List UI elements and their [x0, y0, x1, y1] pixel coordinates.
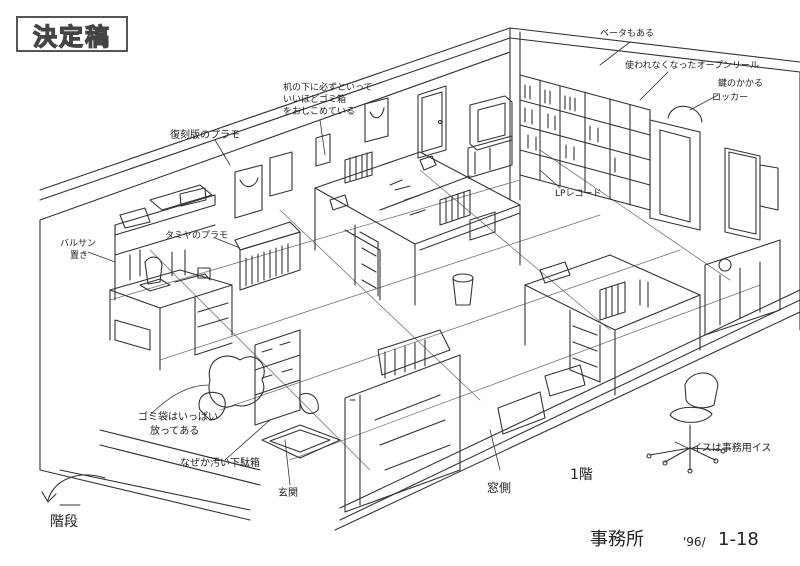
annotation-shoe-box: なぜか汚い下駄箱 — [180, 458, 260, 469]
outer-walls — [39, 27, 800, 531]
drawing-date: '96/ — [683, 535, 706, 549]
shoe-box-area — [198, 329, 341, 459]
wall-posters — [234, 97, 389, 219]
annotation-under-desk-line2: いいほどゴミ箱 — [283, 95, 347, 105]
annotation-locker-line1: 鍵のかかる — [718, 79, 764, 89]
annotation-under-desk-line3: をおしこめている — [283, 107, 356, 117]
annotation-lp-record: LPレコード — [555, 189, 602, 199]
office-chair — [646, 372, 726, 474]
annotation-balsan-line1: バルサン — [60, 239, 97, 249]
annotation-locker-line2: ロッカー — [712, 93, 749, 103]
annotation-first-floor: 1階 — [570, 467, 593, 483]
doors — [417, 85, 779, 241]
stairs-arrow — [41, 474, 106, 506]
annotation-window-side: 窓側 — [487, 481, 512, 495]
annotation-beta: ベータもある — [600, 29, 655, 39]
tv-cabinet — [467, 95, 513, 179]
right-desks — [524, 239, 781, 396]
low-bookshelf — [234, 221, 301, 291]
final-draft-stamp: 決定稿 — [16, 16, 128, 52]
annotation-under-desk-line1: 机の下に必ずといって — [283, 83, 373, 93]
office-title: 事務所 — [590, 529, 644, 550]
annotation-garbage-line2: 放ってある — [150, 426, 200, 437]
annotation-chair-note: イスは事務用イス — [692, 443, 772, 454]
annotation-fukkoku-plamo: 復刻版のプラモ — [170, 130, 240, 141]
annotation-open-reel: 使われなくなったオープンリール — [625, 61, 760, 71]
left-desk — [109, 184, 233, 371]
back-bookcase — [519, 74, 703, 231]
annotation-garbage-line1: ゴミ袋はいっぱい — [138, 412, 218, 423]
page-number: 1-18 — [718, 529, 759, 550]
annotation-balsan-line2: 置き — [70, 251, 89, 261]
annotation-entrance: 玄関 — [278, 488, 298, 499]
center-desks — [314, 151, 521, 306]
annotation-leaders — [87, 41, 719, 486]
annotation-tamiya: タミヤのプラモ — [165, 231, 229, 241]
front-partitions — [344, 329, 586, 513]
annotation-stairs: 階段 — [50, 514, 78, 530]
